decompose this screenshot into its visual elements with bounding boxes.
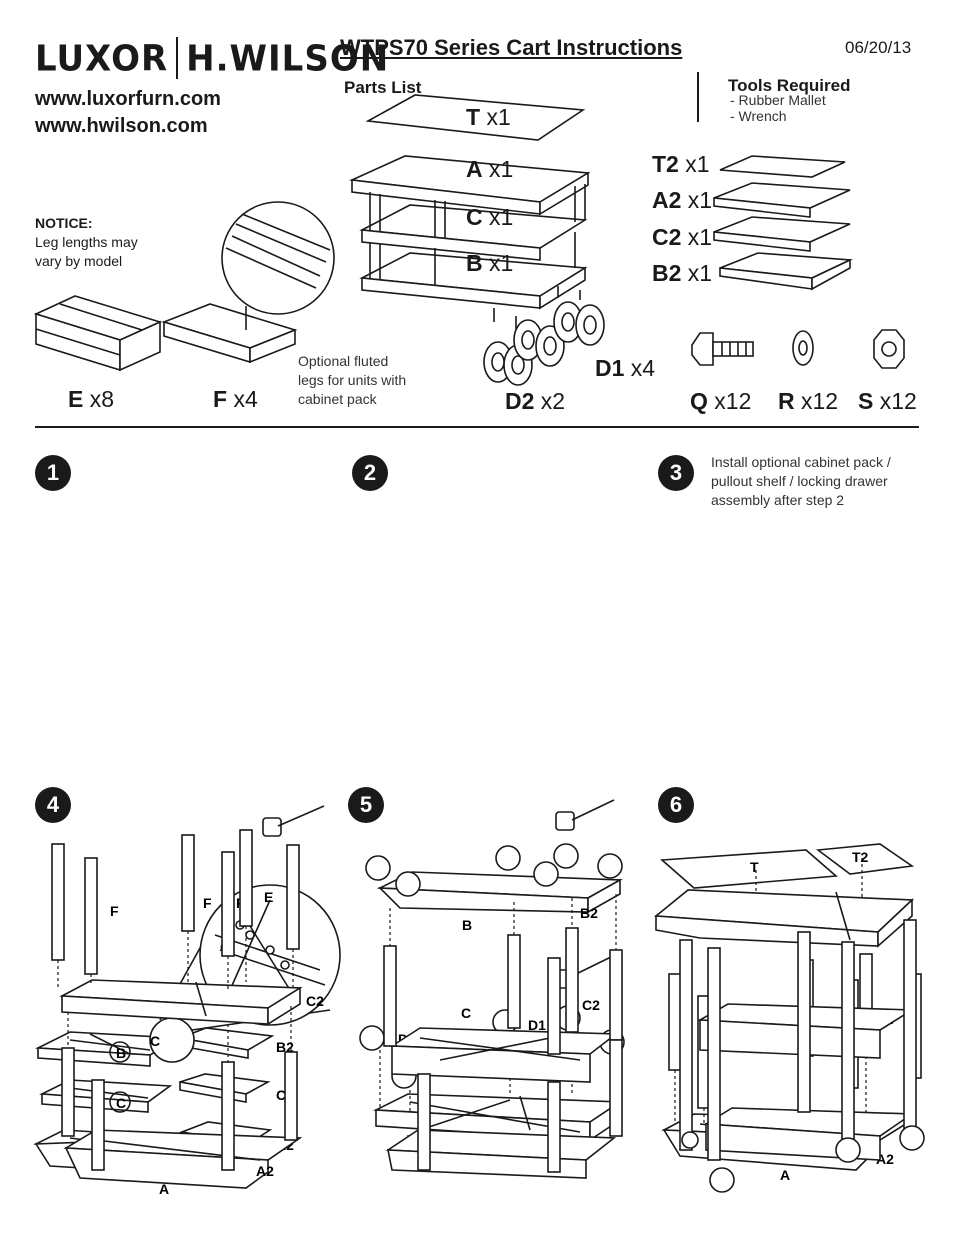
brand-luxor: LUXOR [35, 38, 169, 81]
notice-block: NOTICE: Leg lengths may vary by model [35, 214, 138, 271]
notice-line: vary by model [35, 253, 123, 269]
label-b2: B2 x1 [652, 260, 713, 286]
tools-list: - Rubber Mallet - Wrench [690, 92, 826, 124]
label-f: F x4 [213, 386, 258, 412]
step4-label-f1: F [110, 903, 119, 919]
washer-r-drawing [792, 330, 814, 366]
label-t2: T2 x1 [652, 151, 710, 177]
step1-label-b2: B2 [276, 1039, 294, 1055]
step-3-badge: 3 [658, 455, 694, 491]
label-a2: A2 x1 [652, 187, 713, 213]
step1-label-c: C [116, 1095, 126, 1111]
step-2-badge: 2 [352, 455, 388, 491]
step-5-drawing [365, 799, 623, 1179]
step4-label-f2: F [203, 895, 212, 911]
step-4-drawing [51, 805, 325, 1189]
step-5-badge: 5 [348, 787, 384, 823]
label-d1: D1 x4 [595, 355, 656, 381]
section-divider [35, 426, 919, 428]
step1-label-b: B [116, 1045, 126, 1061]
legs-f-drawing [161, 303, 298, 364]
step-6-drawing [653, 843, 925, 1193]
label-e: E x8 [68, 386, 115, 412]
step6-label-t2: T2 [852, 849, 869, 865]
tool-item: - Rubber Mallet [730, 92, 826, 108]
tool-item: - Wrench [730, 108, 787, 124]
label-s: S x12 [858, 388, 917, 414]
label-d2: D2 x2 [505, 388, 566, 414]
doc-date: 06/20/13 [845, 38, 912, 57]
step-3-note: Install optional cabinet pack / pullout … [711, 454, 891, 508]
tools-divider [697, 72, 699, 122]
step5-label-c2: C2 [582, 997, 600, 1013]
step6-label-t: T [750, 859, 759, 875]
label-b: B x1 [466, 250, 514, 276]
shelf-a2-drawing [713, 182, 851, 218]
step4-label-a: A [159, 1181, 169, 1197]
label-t: T x1 [466, 104, 511, 130]
step-4-badge: 4 [35, 787, 71, 823]
shelf-a-drawing [349, 155, 591, 216]
page-title: WTPS70 Series Cart Instructions [340, 35, 683, 60]
shelf-b-drawing [359, 252, 588, 310]
fluted-leg-closeup [225, 213, 331, 289]
label-r: R x12 [778, 388, 839, 414]
step4-label-e: E [264, 889, 273, 905]
step-1-badge: 1 [35, 455, 71, 491]
brand-divider [176, 36, 179, 79]
url-luxor[interactable]: www.luxorfurn.com [35, 88, 221, 110]
brand-logo: LUXOR H.WILSON [35, 36, 390, 81]
bolt-q-drawing [691, 332, 754, 366]
step3-label-a: A [780, 1167, 790, 1183]
shelf-c2-drawing [713, 216, 851, 252]
step5-label-c: C [461, 1005, 471, 1021]
label-c: C x1 [466, 204, 514, 230]
caster-drawings [483, 286, 605, 386]
fluted-note: Optional fluted legs for units with cabi… [298, 353, 407, 407]
shelf-t-drawing [365, 94, 586, 141]
label-a: A x1 [466, 156, 514, 182]
parts-list-heading: Parts List [344, 78, 422, 97]
notice-line: Leg lengths may [35, 234, 138, 250]
step5-label-b: B [462, 917, 472, 933]
step4-label-a2: A2 [256, 1163, 274, 1179]
shelf-t2-drawing [719, 155, 846, 178]
parts-illustration [33, 94, 905, 386]
nut-s-drawing [873, 329, 905, 369]
notice-title: NOTICE: [35, 215, 93, 231]
tools-heading: Tools Required [728, 76, 851, 95]
step2-label-d1: D1 [528, 1017, 546, 1033]
url-hwilson[interactable]: www.hwilson.com [35, 115, 208, 137]
label-q: Q x12 [690, 388, 752, 414]
step5-label-b2: B2 [580, 905, 598, 921]
step4-label-c2: C2 [306, 993, 324, 1009]
legs-e-drawing [33, 295, 163, 372]
shelf-b2-drawing [719, 252, 854, 291]
step-6-badge: 6 [658, 787, 694, 823]
label-c2: C2 x1 [652, 224, 713, 250]
step4-label-c: C [150, 1033, 160, 1049]
brand-hwilson: H.WILSON [186, 38, 390, 81]
